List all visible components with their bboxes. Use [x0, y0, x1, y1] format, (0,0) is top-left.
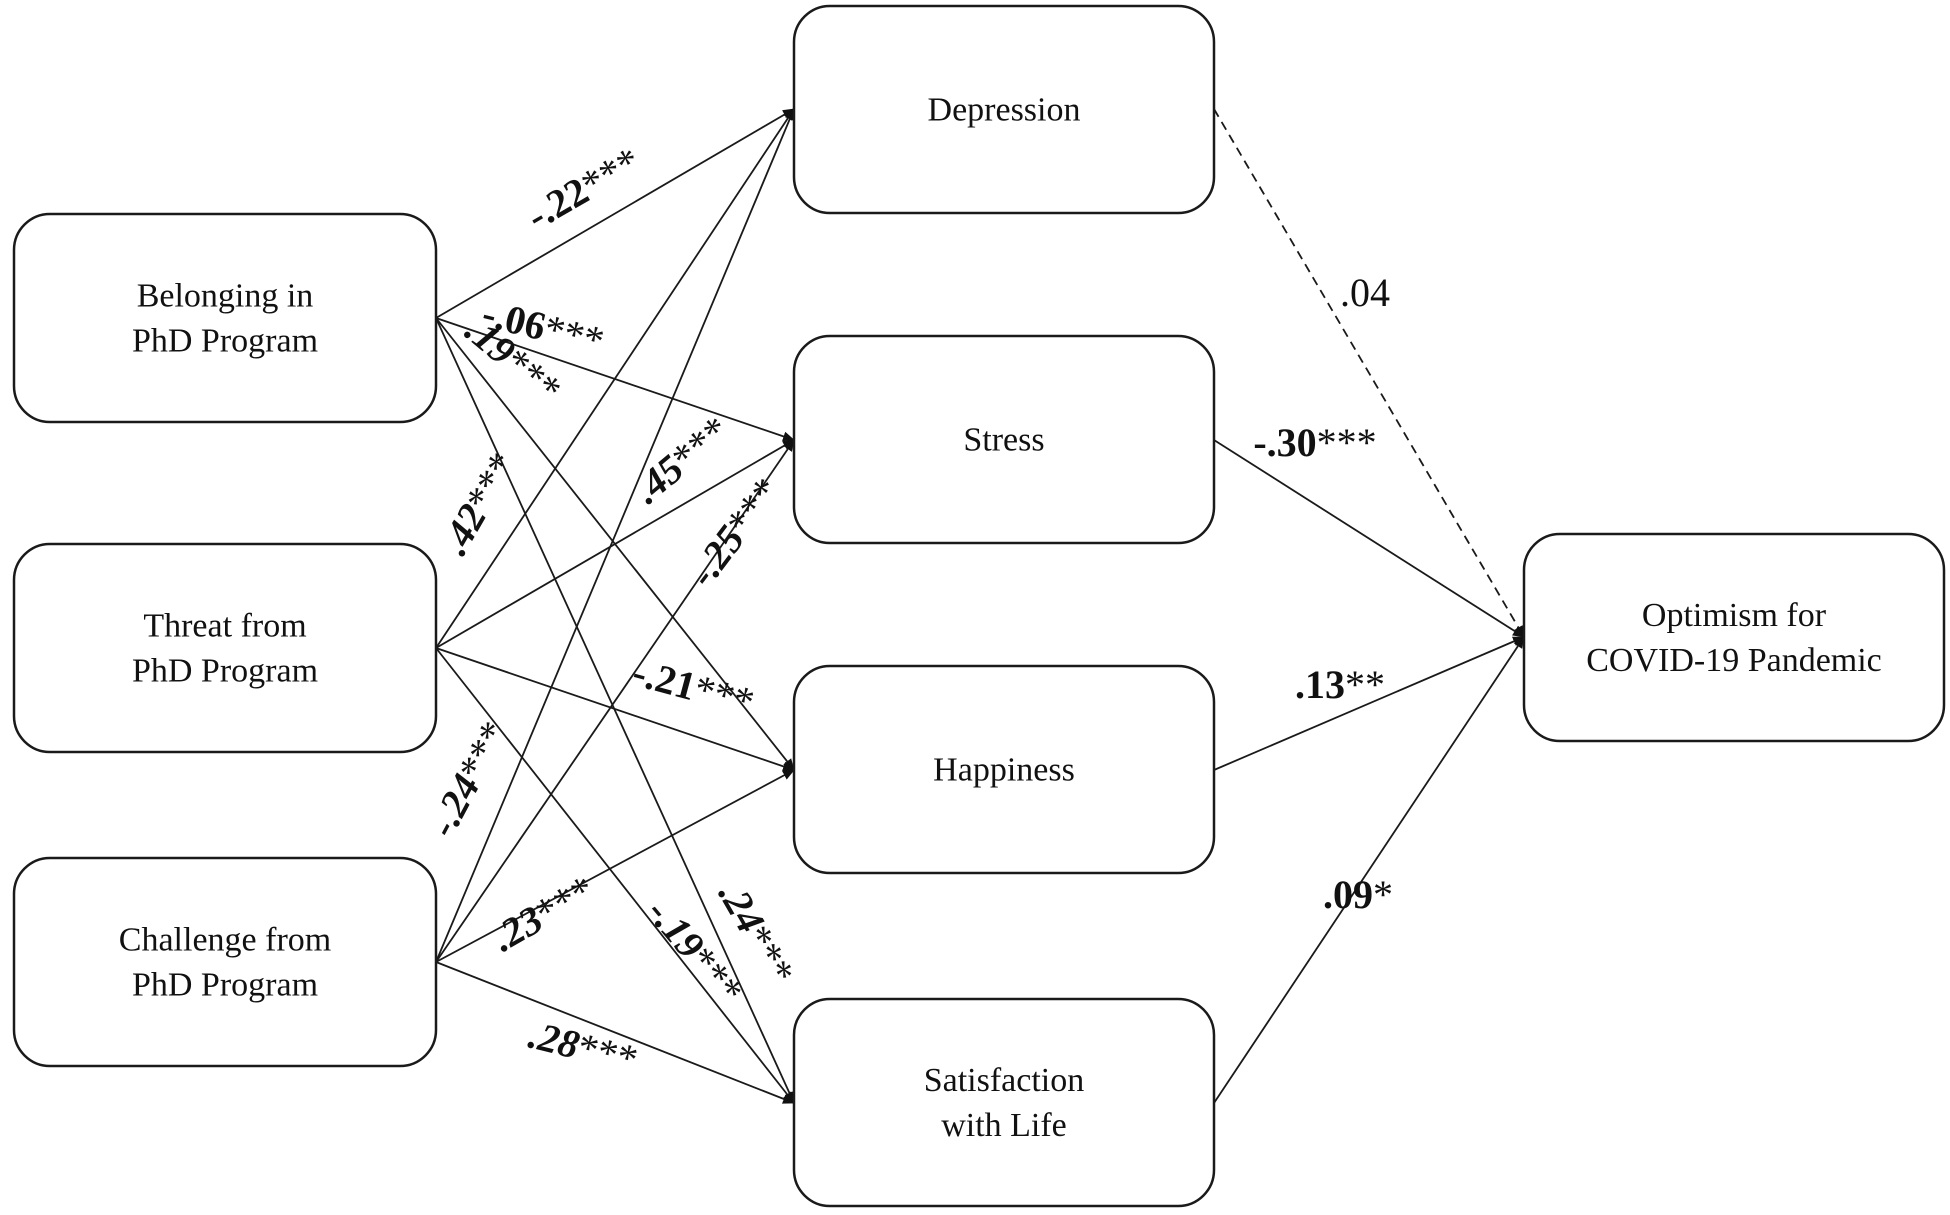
node-box-challenge: [12, 856, 438, 1068]
node-label-satisfaction-line-2: with Life: [941, 1107, 1067, 1144]
path-arrow-satisfaction-optimism: [1213, 636, 1525, 1104]
node-belonging: Belonging in PhD Program: [12, 212, 438, 424]
node-label-satisfaction-line-1: Satisfaction: [924, 1062, 1085, 1099]
path-arrow-challenge-satisfaction: [435, 961, 795, 1104]
coef-label-challenge-depression: -.24***: [419, 714, 517, 844]
path-arrow-stress-optimism: [1213, 439, 1525, 638]
coef-value-satisfaction-optimism: .09: [1323, 872, 1373, 917]
node-box-stress: [792, 334, 1216, 545]
node-label-optimism-line-1: Optimism for: [1642, 597, 1827, 634]
coef-value-depression-optimism: .04: [1340, 270, 1390, 315]
coef-label-threat-happiness: -.21***: [628, 649, 759, 724]
coef-label-threat-stress: .45***: [625, 407, 738, 512]
path-arrow-happiness-optimism: [1213, 636, 1525, 771]
node-box-happiness: [792, 664, 1216, 875]
coef-stars-challenge-satisfaction: ***: [573, 1024, 642, 1082]
coef-stars-happiness-optimism: **: [1345, 662, 1385, 707]
path-arrow-challenge-happiness: [435, 769, 795, 963]
node-label-belonging-line-2: PhD Program: [132, 323, 318, 360]
node-label-optimism-line-2: COVID-19 Pandemic: [1586, 642, 1882, 679]
node-satisfaction: Satisfaction with Life: [792, 997, 1216, 1208]
coef-value-happiness-optimism: .13: [1295, 662, 1345, 707]
edges-layer: [435, 108, 1525, 1104]
coef-value-stress-optimism: -.30: [1253, 420, 1316, 465]
labels-layer: -.22***-.06***.19***.24***.42***.45***-.…: [419, 138, 1393, 1082]
node-stress: Stress: [792, 334, 1216, 545]
node-label-challenge-line-1: Challenge from: [119, 922, 331, 959]
coef-stars-threat-happiness: ***: [689, 666, 759, 725]
path-arrow-challenge-depression: [435, 108, 795, 963]
node-box-threat: [12, 542, 438, 754]
node-box-satisfaction: [792, 997, 1216, 1208]
node-label-happiness-line-1: Happiness: [933, 752, 1075, 789]
coef-label-depression-optimism: .04: [1340, 270, 1390, 315]
coef-label-happiness-optimism: .13**: [1295, 662, 1385, 707]
coef-stars-belonging-stress: ***: [539, 305, 608, 363]
coef-label-stress-optimism: -.30***: [1253, 420, 1376, 465]
node-label-depression-line-1: Depression: [928, 92, 1081, 129]
node-label-threat-line-1: Threat from: [143, 608, 306, 645]
coef-label-challenge-happiness: .23***: [484, 866, 602, 960]
path-arrow-threat-stress: [435, 439, 795, 649]
node-box-optimism: [1522, 532, 1946, 743]
coef-label-challenge-satisfaction: .28***: [524, 1012, 642, 1082]
path-arrow-threat-happiness: [435, 647, 795, 772]
coef-label-satisfaction-optimism: .09*: [1323, 872, 1393, 917]
coef-label-challenge-stress: -.25***: [679, 469, 789, 595]
node-label-threat-line-2: PhD Program: [132, 653, 318, 690]
path-arrow-threat-depression: [435, 108, 795, 649]
node-depression: Depression: [792, 4, 1216, 215]
coef-stars-satisfaction-optimism: *: [1373, 872, 1393, 917]
node-label-stress-line-1: Stress: [963, 422, 1044, 459]
coef-value-threat-happiness: -.21: [628, 649, 701, 709]
path-arrow-belonging-depression: [435, 108, 795, 319]
path-arrow-threat-satisfaction: [435, 647, 795, 1104]
node-label-challenge-line-2: PhD Program: [132, 967, 318, 1004]
node-happiness: Happiness: [792, 664, 1216, 875]
node-box-depression: [792, 4, 1216, 215]
node-box-belonging: [12, 212, 438, 424]
path-arrow-belonging-satisfaction: [435, 317, 795, 1104]
node-label-belonging-line-1: Belonging in: [137, 278, 314, 315]
coef-label-belonging-depression: -.22***: [519, 138, 648, 239]
coef-label-threat-depression: .42***: [431, 444, 525, 562]
path-arrow-depression-optimism: [1213, 108, 1525, 638]
coef-stars-stress-optimism: ***: [1317, 420, 1377, 465]
path-arrow-challenge-stress: [435, 439, 795, 963]
